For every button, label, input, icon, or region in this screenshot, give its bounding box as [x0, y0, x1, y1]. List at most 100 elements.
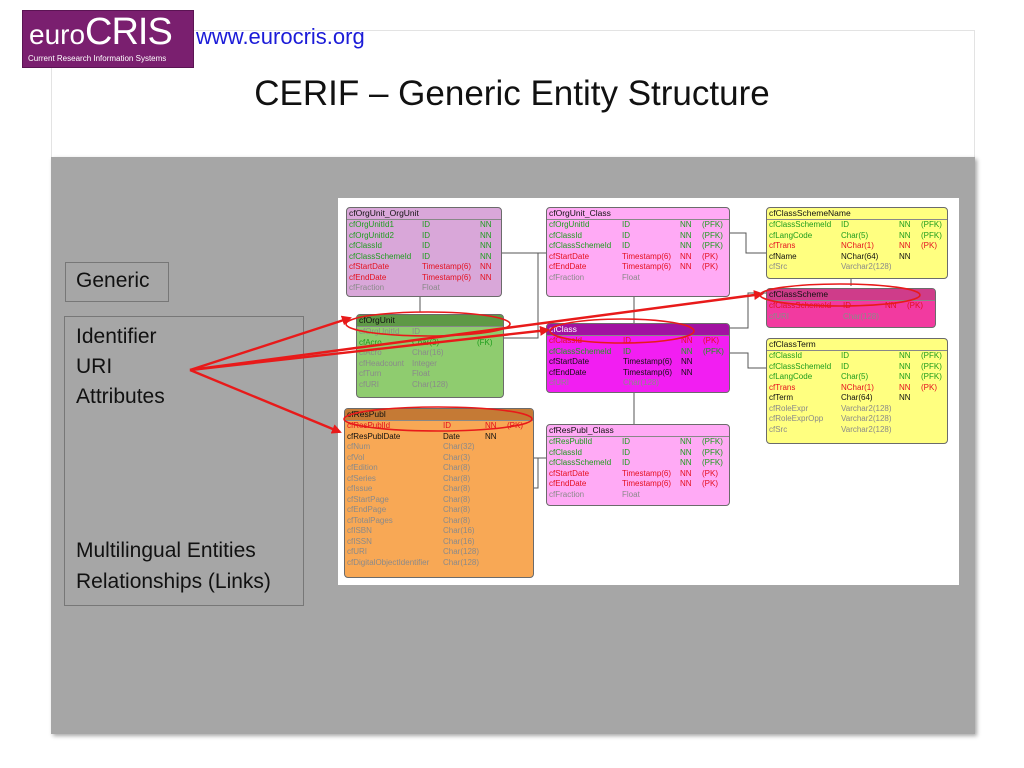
attribute-nullability: NN — [680, 447, 692, 457]
entity-title: cfClass — [547, 324, 729, 336]
attribute-name: cfEndDate — [549, 367, 587, 377]
attribute-type: Timestamp(6) — [422, 262, 472, 271]
attribute-name: cfOrgUnitId — [359, 327, 400, 336]
attribute-type: ID — [422, 220, 430, 229]
attribute-name: cfClassId — [349, 241, 382, 250]
attribute-type: ID — [622, 230, 630, 240]
logo-wordmark: euroCRIS — [29, 11, 173, 54]
attribute-key: (PK) — [702, 468, 718, 478]
entity-class[interactable]: cfClass cfClassId ID NN (PK) cfClassSchemeId… — [546, 323, 730, 393]
er-diagram: cfOrgUnit_OrgUnit cfOrgUnitId1IDNN(PFK)c… — [338, 198, 959, 585]
attribute-nullability: NN — [899, 230, 911, 240]
attribute-type: Timestamp(6) — [422, 272, 472, 282]
attribute-name: cfClassId — [549, 336, 582, 345]
attribute-nullability: NN — [681, 336, 693, 345]
attribute-key: (PK) — [702, 262, 718, 271]
attribute-type: Float — [422, 283, 440, 292]
entity-features-box: Identifier URI Attributes Multilingual E… — [64, 316, 304, 606]
attribute-key: (PK) — [702, 251, 718, 261]
attribute-name: cfSrc — [769, 262, 788, 271]
attribute-name: cfSeries — [347, 473, 376, 483]
attribute-key: (PFK) — [921, 372, 942, 381]
attribute-name: cfTrans — [769, 241, 796, 250]
attribute-type: ID — [841, 361, 849, 371]
attribute-type: Timestamp(6) — [623, 367, 673, 377]
eurocris-logo: euroCRIS Current Research Information Sy… — [22, 10, 194, 68]
attribute-type: Char(5) — [841, 230, 869, 240]
attribute-name: cfStartDate — [549, 357, 590, 366]
attribute-name: cfOrgUnitId — [549, 220, 590, 229]
attribute-nullability: NN — [680, 458, 692, 467]
attribute-nullability: NN — [480, 220, 492, 229]
attribute-type: Char(128) — [412, 379, 449, 389]
attribute-name: cfEndDate — [549, 262, 587, 271]
attribute-nullability: NN — [480, 262, 492, 271]
attribute-type: Float — [622, 489, 640, 499]
attribute-name: cfName — [769, 251, 797, 261]
attribute-key: (PFK) — [702, 241, 723, 250]
attribute-name: cfRoleExpr — [769, 403, 809, 413]
generic-label-box: Generic — [65, 262, 169, 302]
attribute-type: Char(5) — [841, 372, 869, 381]
site-url-link[interactable]: www.eurocris.org — [196, 24, 365, 49]
attribute-nullability: NN — [899, 393, 911, 402]
attribute-nullability: NN — [681, 357, 693, 366]
attribute-nullability: NN — [680, 251, 692, 261]
attribute-key: (PFK) — [702, 230, 723, 240]
attribute-nullability: NN — [680, 468, 692, 478]
attribute-type: Varchar2(128) — [841, 403, 892, 413]
attribute-name: cfEdition — [347, 463, 378, 472]
entity-orgunit-orgunit[interactable]: cfOrgUnit_OrgUnit cfOrgUnitId1IDNN(PFK)c… — [346, 207, 502, 297]
attribute-nullability: NN — [899, 251, 911, 261]
attribute-name: cfStartDate — [349, 262, 390, 271]
attribute-type: Char(128) — [623, 378, 660, 387]
attribute-type: Char(16) — [443, 526, 475, 535]
attribute-key: (PFK) — [702, 458, 723, 467]
relation-line — [532, 458, 539, 489]
attribute-type: Char(8) — [443, 494, 471, 504]
attribute-name: cfClassSchemeId — [549, 458, 612, 467]
attribute-name: cfAcro — [359, 337, 382, 347]
attribute-key: (PK) — [703, 336, 719, 345]
attribute-name: cfURI — [359, 379, 379, 389]
attribute-type: ID — [623, 336, 631, 345]
attribute-name: cfClassId — [769, 351, 802, 360]
attribute-type: Timestamp(6) — [622, 468, 672, 478]
attribute-name: cfTurn — [359, 369, 382, 378]
attribute-nullability: NN — [480, 230, 492, 240]
attribute-name: cfNum — [347, 442, 371, 451]
attribute-type: Char(16) — [443, 536, 475, 546]
attribute-name: cfClassSchemeId — [349, 251, 412, 261]
attribute-name: cfTrans — [769, 382, 796, 392]
